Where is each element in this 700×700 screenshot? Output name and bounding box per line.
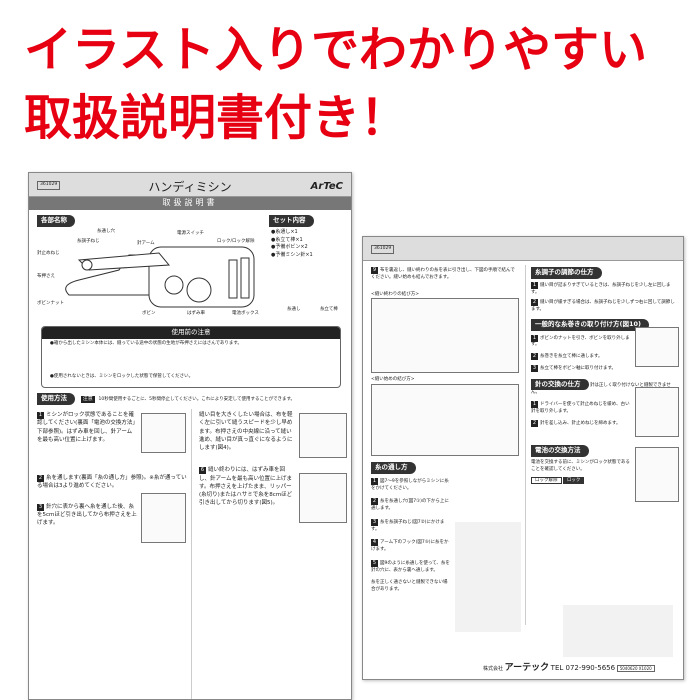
step-text: 縫い終わりには、はずみ車を回し、針アームを最も高い位置に上げます。布押さえを上げ… xyxy=(199,467,293,507)
step-text: 縫い目が緩すぎる場合は、糸調子ねじを少しずつ右に回して調節します。 xyxy=(531,300,675,312)
step-text: 針穴に表から裏へ糸を通した後、糸を5cmほど引き出してから布押さえを上げます。 xyxy=(37,503,137,527)
step-number: 1 xyxy=(37,412,44,419)
lock-label: ロック xyxy=(562,476,585,484)
tension-heading: 糸調子の調節の仕方 xyxy=(531,267,602,279)
spool-pin-label: 糸立て棒 xyxy=(319,307,338,312)
usage-note: 10秒間使用するごとに、5秒間停止してください。これにより安定して使用することが… xyxy=(98,397,296,402)
footer-code: 5040620 X1020 xyxy=(616,665,655,672)
caution-item: ●使用されないときは、ミシンをロックした状態で保管してください。 xyxy=(50,373,194,379)
product-code: 361029 xyxy=(37,181,61,190)
step-text: アーム下のフック(図7⑤)に糸をかけます。 xyxy=(371,540,449,552)
figure-1 xyxy=(141,413,186,453)
spool-heading: 一般的な糸巻きの取り付け方(図10) xyxy=(531,318,649,331)
caution-box: 使用前の注意 ●箱から出したミシン本体には、縫っている途中の状態の生地が布押さえ… xyxy=(41,326,341,388)
headline-line-1: イラスト入りでわかりやすい xyxy=(24,22,648,78)
set-heading: セット内容 xyxy=(269,215,314,227)
step-text: 糸を糸通し穴(図7①)の下から上に通します。 xyxy=(371,499,449,511)
battery-heading: 電池の交換方法 xyxy=(531,445,589,457)
page-subtitle: 取扱説明書 xyxy=(29,197,351,210)
step-text: 縫い目が詰まりすぎているときは、糸調子ねじを少し左に回します。 xyxy=(531,282,671,295)
step-text: ミシンがロック状態であることを確認してください(裏面「電池の交換方法」下部参照)… xyxy=(37,412,136,443)
figure-10 xyxy=(635,327,679,367)
footer-company: 株式会社 xyxy=(483,666,504,672)
step-text: ドライバーを使って針止めねじを緩め、古い針を取り外します。 xyxy=(531,402,630,414)
step-text: 糸巻きを糸立て棒に通します。 xyxy=(540,354,603,359)
set-item: ●予備ボビン×2 xyxy=(271,244,308,250)
part-label: ロック/ロック解除 xyxy=(217,239,255,244)
start-knot-figure xyxy=(371,384,519,456)
step-text: ボビンのナットを引き、ボビンを取り外します。 xyxy=(531,335,630,348)
part-label: はずみ車 xyxy=(187,311,205,316)
step-text: 図9のように糸通しを使って、糸を針の穴に、表から裏へ通します。 xyxy=(371,560,450,573)
manual-page-front: 361029 ハンディミシン ArTeC 取扱説明書 各部名称 セット内容 糸通… xyxy=(28,172,352,700)
battery-note: 電池を交換する前に、ミシンがロック状態であることを確認してください。 xyxy=(531,460,630,472)
needle-note: 針は正しく取り付けないと縫製できません。 xyxy=(531,382,671,396)
threading-note: 糸を正しく通さないと縫製できない場合があります。 xyxy=(371,580,448,592)
brand-logo: ArTeC xyxy=(310,181,343,192)
step-text: 糸立て棒をボビン軸に取り付けます。 xyxy=(540,365,617,371)
caution-heading: 使用前の注意 xyxy=(42,327,340,339)
set-item: ●糸通し×1 xyxy=(271,229,298,235)
usage-heading: 使用方法 xyxy=(37,393,75,405)
set-item: ●予備ミシン針×1 xyxy=(271,251,313,258)
page-title: ハンディミシン xyxy=(148,180,232,194)
step-text: 縫い目を大きくしたい場合は、布を軽く左に引いて縫うスピードを少し早めます。布押さ… xyxy=(199,412,293,451)
headline-line-2: 取扱説明書付き！ xyxy=(24,90,409,146)
step-text: 糸を糸調子ねじ(図7②)にかけます。 xyxy=(371,519,445,532)
step-text: 糸を通します(裏面「糸の通し方」参照)。※糸が通っている場合は3より進めてくださ… xyxy=(37,475,187,490)
footer-brand: アーテック xyxy=(504,663,550,673)
figure-12 xyxy=(635,447,679,502)
page-header: 361029 ハンディミシン ArTeC xyxy=(29,173,351,197)
sewing-machine-illustration xyxy=(65,246,255,308)
step-number: 3 xyxy=(37,503,44,511)
threading-figure xyxy=(455,522,521,632)
part-label: 電池ボックス xyxy=(232,311,259,316)
set-item: ●糸立て棒×1 xyxy=(271,236,303,243)
step-text: 図7〜9を参照しながらミシンに糸をかけてください。 xyxy=(371,478,449,491)
caution-item: ●箱から出したミシン本体には、縫っている途中の状態の生地が布押さえにはさんであり… xyxy=(50,340,242,346)
threader-label: 糸通し xyxy=(287,307,301,312)
note-badge: 注意 xyxy=(80,396,95,403)
figure-2 xyxy=(141,493,186,543)
unlock-label: ロック解除 xyxy=(531,476,562,484)
part-label: ボビン xyxy=(142,311,156,316)
parts-heading: 各部名称 xyxy=(37,215,75,227)
step-number: 6 xyxy=(199,467,206,475)
step-number: 9 xyxy=(371,267,378,274)
needle-heading: 針の交換の仕方 xyxy=(531,378,589,391)
figure-4 xyxy=(299,413,347,458)
part-label: 糸調子ねじ xyxy=(77,239,100,244)
part-label: 針アーム xyxy=(137,241,155,246)
part-label: 針止めねじ xyxy=(37,251,60,256)
end-knot-figure xyxy=(371,298,519,374)
step-text: 布を裏返し、縫い終わりの糸を表に引き出し、下図の手順で結んでください。縫い始めも… xyxy=(371,268,515,280)
battery-figure xyxy=(563,605,673,657)
footer-tel: TEL 072-990-5656 xyxy=(550,664,616,672)
step-number: 2 xyxy=(37,475,44,482)
part-label: 糸通し穴 xyxy=(97,229,115,234)
start-knot-label: <縫い始めの結び方> xyxy=(371,377,415,383)
threading-heading: 糸の通し方 xyxy=(371,462,416,474)
figure-11 xyxy=(635,387,679,437)
product-code: 361029 xyxy=(371,245,395,254)
part-label: ボビンナット xyxy=(37,301,64,306)
part-label: 電源スイッチ xyxy=(177,231,204,236)
step-text: 針を差し込み、針止めねじを締めます。 xyxy=(540,420,621,426)
end-knot-label: <縫い終わりの結び方> xyxy=(371,291,420,297)
part-label: 布押さえ xyxy=(37,274,55,279)
figure-5 xyxy=(299,473,347,523)
